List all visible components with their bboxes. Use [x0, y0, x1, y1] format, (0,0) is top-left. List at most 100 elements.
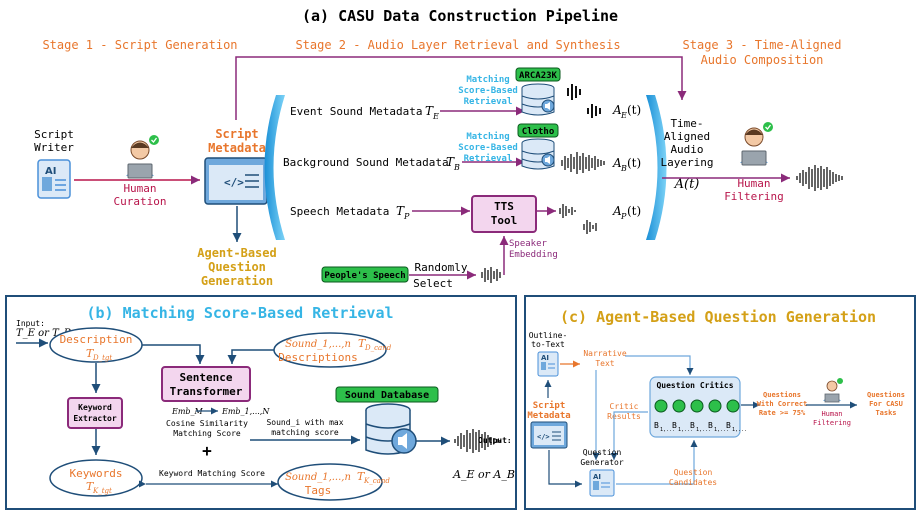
c-code-window-icon: </>	[530, 421, 568, 449]
peoples-speech-label: People's Speech	[324, 271, 405, 281]
c-hf-2: Filtering	[813, 419, 851, 427]
agent-qg-2: Question	[208, 260, 266, 274]
randomly-2: Select	[413, 277, 453, 290]
c-hf-1: Human	[821, 410, 842, 418]
script-metadata-2: Metadata	[208, 141, 266, 155]
final-2: For CASU	[869, 400, 903, 408]
max-2: matching score	[271, 428, 339, 437]
final-3: Tasks	[875, 409, 896, 417]
event-sym: T	[425, 104, 434, 118]
agent-qg-1: Agent-Based	[197, 246, 276, 260]
database-icon-1	[521, 83, 555, 116]
ab-t: (t)	[627, 156, 641, 170]
tal-3: Audio	[670, 143, 703, 156]
correct-3: Rate >= 75%	[759, 409, 806, 417]
code-window-icon: </>	[204, 157, 268, 205]
left-bracket	[264, 95, 285, 240]
tts-tool-box	[471, 195, 537, 233]
tags-sub: K_cand	[363, 477, 390, 485]
tal-2: Aligned	[664, 130, 710, 143]
tts-2: Tool	[491, 214, 518, 227]
speech-sym: T	[396, 204, 405, 218]
c-human-filter-icon	[823, 378, 843, 403]
speech-sub: P	[403, 212, 410, 221]
correct-1: Questions	[763, 391, 801, 399]
script-writer-label-1: Script	[34, 128, 74, 141]
b-2: B	[672, 421, 677, 430]
c-arrow-meta-gen	[548, 450, 582, 488]
max-1: Sound_i with max	[266, 418, 343, 427]
critic-2: Results	[607, 412, 641, 421]
msbr1-2: Score-Based	[458, 86, 518, 96]
st-2: Transformer	[170, 385, 243, 398]
ap-t: (t)	[627, 204, 641, 218]
title-a: (a) CASU Data Construction Pipeline	[302, 7, 618, 25]
at-label: A(t)	[674, 177, 700, 192]
clotho-badge	[517, 123, 559, 138]
outline-2: to-Text	[531, 340, 565, 349]
sound-db-badge	[335, 386, 439, 403]
ke-2: Extractor	[73, 414, 117, 423]
cand-desc-sub: D_cand	[364, 344, 392, 352]
stage3-label-1: Stage 3 - Time-Aligned	[683, 38, 842, 52]
stage2-label: Stage 2 - Audio Layer Retrieval and Synt…	[295, 38, 620, 52]
tags-sym: T	[357, 470, 366, 483]
waveform-peoples	[481, 267, 501, 283]
ae-sym: A	[612, 103, 622, 117]
bg-sym: T	[446, 155, 455, 169]
b-5-sub: 1,...	[732, 427, 747, 433]
waveform-event-2	[587, 104, 601, 118]
waveform-event-1	[567, 84, 581, 100]
human-curation-1: Human	[123, 182, 156, 195]
qgen-1: Question	[583, 448, 622, 457]
svg-text:</>: </>	[537, 433, 550, 441]
arca-badge	[515, 67, 561, 82]
hf-2: Filtering	[724, 190, 784, 203]
title-b: (b) Matching Score-Based Retrieval	[86, 304, 393, 322]
peoples-speech-badge	[321, 266, 409, 283]
speaker-1: Speaker	[509, 239, 548, 249]
b-input-1: Input:	[16, 319, 45, 328]
ab-sub: B	[620, 164, 627, 173]
narr-2: Text	[595, 359, 614, 368]
human-filter-icon	[740, 122, 773, 166]
script-writer-label-2: Writer	[34, 141, 74, 154]
clotho-label: Clotho	[522, 127, 555, 137]
cand-2: Candidates	[669, 478, 717, 487]
right-bracket	[646, 95, 667, 240]
tags-1: Sound_1,...,n	[285, 472, 351, 483]
c-arrow-narr-critics	[625, 355, 694, 375]
ke-1: Keyword	[78, 403, 112, 412]
ab-sym: A	[612, 156, 622, 170]
script-metadata-1: Script	[215, 127, 258, 141]
c-meta-1: Script	[533, 400, 566, 411]
msbr1-1: Matching	[466, 74, 509, 85]
st-1: Sentence	[180, 371, 233, 384]
ap-sub: P	[620, 212, 627, 221]
document-icon	[37, 159, 71, 199]
outline-1: Outline-	[529, 331, 568, 340]
desc-sub: D_tgt	[92, 354, 112, 362]
critic-1: Critic	[610, 402, 639, 411]
c-arrow-gen-critics	[616, 440, 698, 485]
emb-m: Emb_M	[171, 407, 204, 416]
bg-meta: Background Sound Metadata	[283, 156, 449, 169]
tts-1: TTS	[494, 200, 514, 213]
waveform-bg	[561, 152, 605, 174]
arca-label: ARCA23K	[519, 71, 558, 81]
panel-b	[5, 295, 517, 510]
qc-label: Question Critics	[656, 380, 733, 390]
desc-sym: T	[86, 347, 95, 360]
kw-sym: T	[86, 480, 95, 493]
b-out-formula: A_E or A_B	[452, 468, 515, 481]
qgen-doc-icon	[589, 469, 615, 497]
ae-t: (t)	[627, 103, 641, 117]
plus-sign: +	[202, 441, 212, 460]
sentence-transformer-box	[161, 366, 251, 402]
c-ai-1: AI	[541, 354, 549, 362]
agent-qg-3: Generation	[201, 274, 273, 288]
randomly-1: Randomly	[415, 261, 468, 274]
b-output: Output:	[478, 436, 512, 445]
tags-2: Tags	[305, 484, 332, 497]
